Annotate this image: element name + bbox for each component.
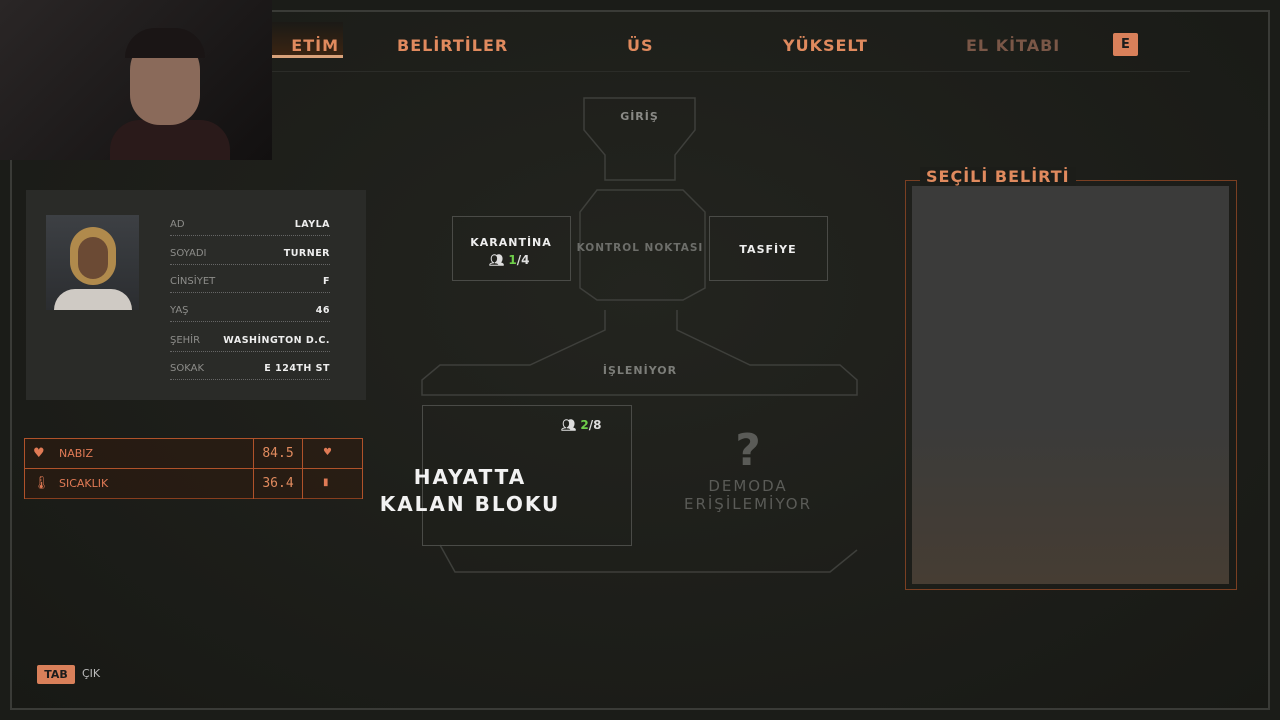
field-sokak: SOKAK E 124TH ST (170, 360, 330, 380)
field-label: CİNSİYET (170, 276, 216, 287)
tab-yukselt[interactable]: YÜKSELT (783, 36, 868, 55)
field-label: AD (170, 219, 185, 230)
room-label: KARANTİNA (470, 236, 552, 249)
people-icon: 👥︎ (489, 253, 505, 267)
room-checkpoint[interactable]: KONTROL NOKTASI (576, 242, 704, 254)
room-processing[interactable]: İŞLENİYOR (602, 364, 678, 377)
room-locked: ? DEMODA ERİŞİLEMİYOR (648, 425, 848, 513)
tab-belirtiler[interactable]: BELİRTİLER (397, 36, 509, 55)
room-survivor-block[interactable]: 👥︎ 2/8 (422, 405, 632, 546)
room-disposal[interactable]: TASFİYE (709, 216, 828, 281)
thermometer-icon: ▮ (323, 477, 329, 488)
heart-icon: ♥ (33, 446, 45, 461)
next-tab-key[interactable]: E (1113, 33, 1138, 56)
field-label: SOYADI (170, 248, 207, 259)
tab-us[interactable]: ÜS (627, 36, 654, 55)
field-sehir: ŞEHİR WASHİNGTON D.C. (170, 332, 330, 352)
heart-icon: ♥ (323, 447, 332, 458)
field-value: LAYLA (294, 219, 330, 230)
vital-value: 84.5 (253, 439, 303, 469)
vitals-table: ♥ NABIZ 84.5 ♥ 🌡︎ SICAKLIK 36.4 ▮ (24, 438, 363, 499)
vital-label: NABIZ (59, 447, 94, 460)
occupancy: 👥︎ 2/8 (561, 418, 602, 432)
field-value: F (323, 276, 330, 287)
vital-value: 36.4 (253, 469, 303, 499)
profile-card: AD LAYLA SOYADI TURNER CİNSİYET F YAŞ 46 ŞEH… (26, 190, 366, 400)
question-mark-icon: ? (735, 425, 761, 476)
room-label: TASFİYE (739, 243, 797, 256)
exit-label[interactable]: ÇIK (82, 667, 101, 680)
people-icon: 👥︎ (561, 418, 577, 432)
field-soyadi: SOYADI TURNER (170, 245, 330, 265)
exit-key[interactable]: TAB (37, 665, 75, 684)
field-value: WASHİNGTON D.C. (223, 335, 330, 346)
field-label: ŞEHİR (170, 335, 201, 346)
occupancy: 👥︎ 1/4 (489, 253, 530, 267)
field-value: E 124TH ST (264, 363, 330, 374)
room-entry[interactable]: GİRİŞ (620, 110, 659, 123)
portrait (46, 215, 139, 310)
room-quarantine[interactable]: KARANTİNA 👥︎ 1/4 (452, 216, 571, 281)
selected-symptom-content (912, 186, 1229, 584)
selected-symptom-title: SEÇİLİ BELİRTİ (920, 167, 1076, 186)
vital-label: SICAKLIK (59, 477, 109, 490)
vital-pulse: ♥ NABIZ 84.5 ♥ (25, 439, 362, 469)
thermometer-icon: 🌡︎ (33, 476, 50, 491)
field-yas: YAŞ 46 (170, 302, 330, 322)
webcam-overlay (0, 0, 272, 160)
field-label: SOKAK (170, 363, 204, 374)
field-cinsiyet: CİNSİYET F (170, 273, 330, 293)
field-value: 46 (315, 305, 330, 316)
field-value: TURNER (283, 248, 330, 259)
top-nav: ETİM BELİRTİLER ÜS YÜKSELT EL KİTABI E (270, 22, 1190, 72)
vital-temperature: 🌡︎ SICAKLIK 36.4 ▮ (25, 469, 362, 499)
field-label: YAŞ (170, 305, 189, 316)
field-ad: AD LAYLA (170, 216, 330, 236)
tab-el-kitabi[interactable]: EL KİTABI (966, 36, 1061, 55)
tab-etim[interactable]: ETİM (270, 22, 343, 58)
